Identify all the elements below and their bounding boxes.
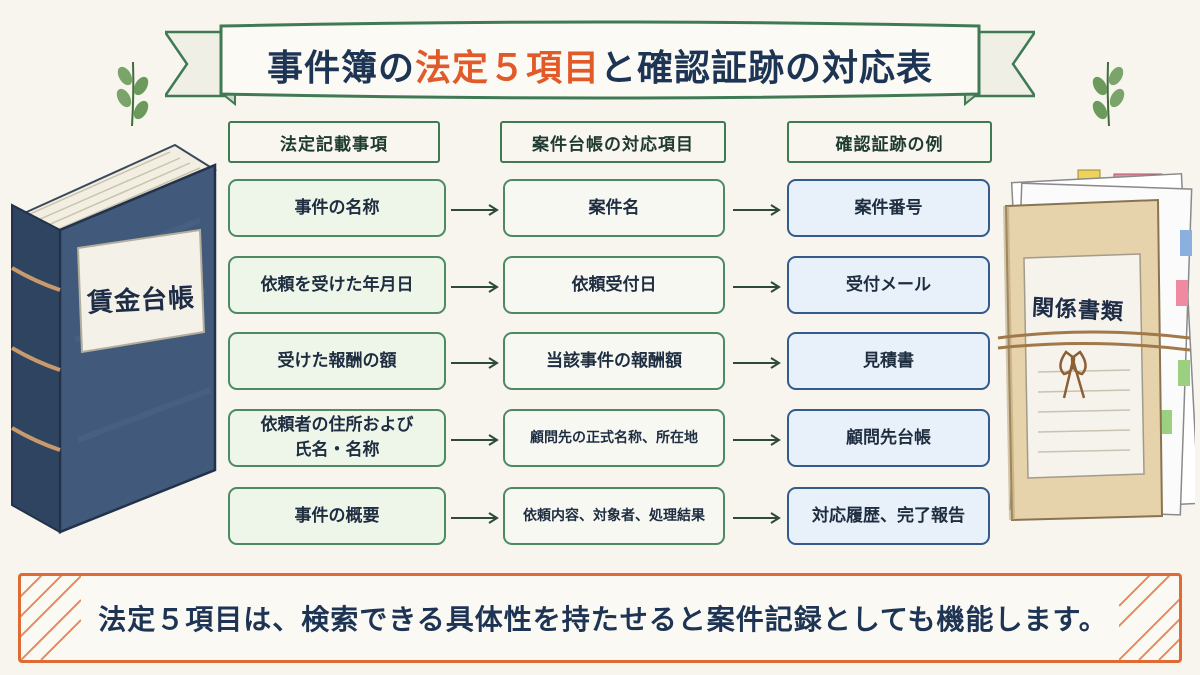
arrow-right-icon: [733, 281, 781, 293]
ribbon-banner-shape: [165, 20, 1035, 107]
row-2-legal-item: 依頼を受けた年月日: [228, 256, 446, 314]
title-suffix: と確認証跡の対応表: [600, 48, 934, 89]
row-4-legal-line-1: 依頼者の住所および: [260, 415, 414, 436]
arrow-right-icon: [451, 204, 499, 216]
row-4-legal-line-2: 氏名・名称: [294, 440, 380, 460]
document-folder-icon: [997, 169, 1195, 522]
row-1-ledger-item: 案件名: [503, 179, 725, 237]
title-prefix: 事件簿の: [266, 48, 415, 89]
row-5-ledger-item: 依頼内容、対象者、処理結果: [503, 487, 725, 545]
row-1-legal-item: 事件の名称: [228, 179, 446, 237]
arrow-right-icon: [451, 434, 499, 446]
header-legal-items: 法定記載事項: [228, 121, 440, 163]
leaf-sprig-right-icon: [1092, 61, 1125, 127]
row-3-legal-item: 受けた報酬の額: [228, 332, 446, 390]
row-3-ledger-item: 当該事件の報酬額: [503, 332, 725, 390]
arrow-right-icon: [733, 434, 781, 446]
hatch-decoration-left: [21, 576, 81, 660]
arrow-right-icon: [733, 204, 781, 216]
arrow-right-icon: [733, 512, 781, 524]
row-1-evidence: 案件番号: [787, 179, 990, 237]
row-4-ledger-item: 顧問先の正式名称、所在地: [503, 409, 725, 467]
row-4-evidence: 顧問先台帳: [787, 409, 990, 467]
arrow-right-icon: [451, 357, 499, 369]
row-2-ledger-item: 依頼受付日: [503, 256, 725, 314]
summary-banner: 法定５項目は、検索できる具体性を持たせると案件記録としても機能します。: [18, 573, 1182, 663]
hatch-decoration-right: [1119, 576, 1179, 660]
row-5-evidence: 対応履歴、完了報告: [787, 487, 990, 545]
title-highlight: 法定５項目: [414, 48, 600, 89]
leaf-sprig-left-icon: [116, 61, 149, 127]
header-evidence-examples: 確認証跡の例: [787, 121, 992, 163]
title-ribbon: 事件簿の法定５項目と確認証跡の対応表: [165, 18, 1035, 110]
ledger-book-label: 賃金台帳: [86, 282, 196, 319]
ledger-book-icon: [10, 143, 218, 534]
arrow-right-icon: [733, 357, 781, 369]
arrow-right-icon: [451, 512, 499, 524]
header-ledger-items: 案件台帳の対応項目: [500, 121, 726, 163]
arrow-right-icon: [451, 281, 499, 293]
page-title: 事件簿の法定５項目と確認証跡の対応表: [225, 38, 975, 92]
row-5-legal-item: 事件の概要: [228, 487, 446, 545]
row-3-evidence: 見積書: [787, 332, 990, 390]
summary-text: 法定５項目は、検索できる具体性を持たせると案件記録としても機能します。: [98, 603, 1108, 636]
row-2-evidence: 受付メール: [787, 256, 990, 314]
row-4-legal-item: 依頼者の住所および 氏名・名称: [228, 409, 446, 467]
document-folder-label: 関係書類: [1031, 295, 1125, 326]
